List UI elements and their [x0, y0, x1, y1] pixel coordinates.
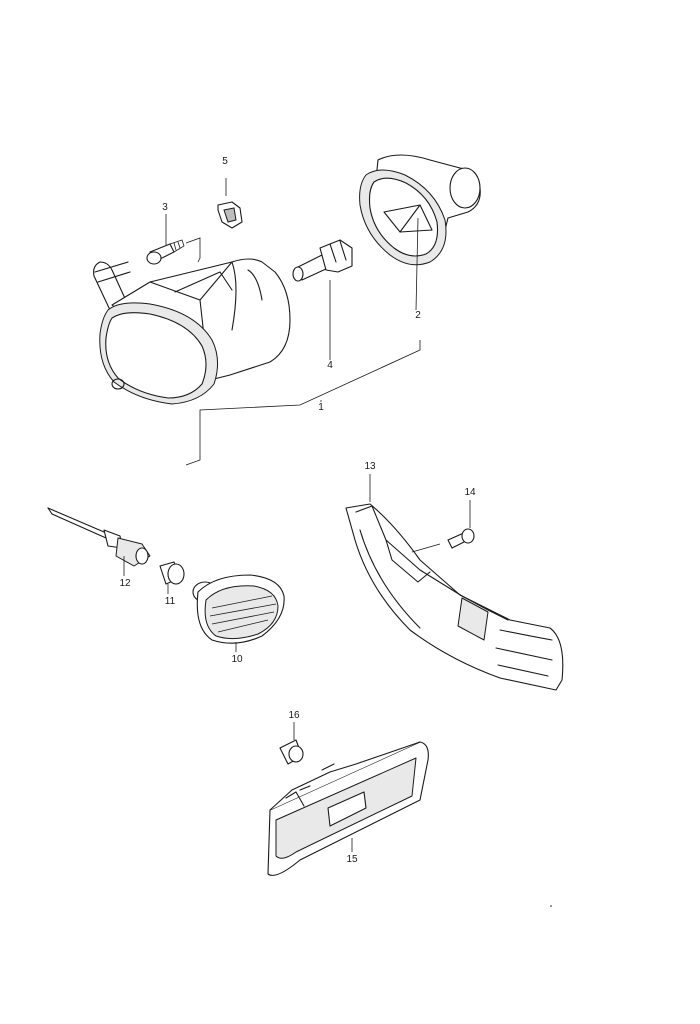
- callout-13: 13: [364, 461, 376, 472]
- callout-5: 5: [222, 156, 228, 167]
- leader-part-2: [415, 217, 419, 311]
- screw-part-14: [447, 528, 475, 549]
- bulb-part-16: [279, 739, 304, 765]
- lamp-rear-cover: [359, 154, 481, 266]
- halogen-bulb-part-4: [292, 239, 353, 282]
- bracket-line-part-1: [185, 340, 421, 466]
- callout-2: 2: [415, 310, 421, 321]
- fog-lamp-housing: [93, 258, 291, 405]
- license-plate-lamp-part-15: [267, 741, 429, 876]
- clip-part-5: [217, 201, 243, 229]
- callout-14: 14: [464, 487, 476, 498]
- callout-15: 15: [346, 854, 358, 865]
- callout-16: 16: [288, 710, 300, 721]
- stray-dot: [550, 905, 552, 907]
- leader-screw-axis: [411, 543, 441, 553]
- callout-12: 12: [119, 578, 131, 589]
- callout-10: 10: [231, 654, 243, 665]
- rear-combination-lamp-part-13: [345, 503, 564, 691]
- callout-1: 1: [318, 402, 324, 413]
- callout-4: 4: [327, 360, 333, 371]
- callout-3: 3: [162, 202, 168, 213]
- screw-part-3: [146, 237, 201, 265]
- side-indicator-assembly: [47, 507, 285, 644]
- callout-11: 11: [165, 596, 176, 607]
